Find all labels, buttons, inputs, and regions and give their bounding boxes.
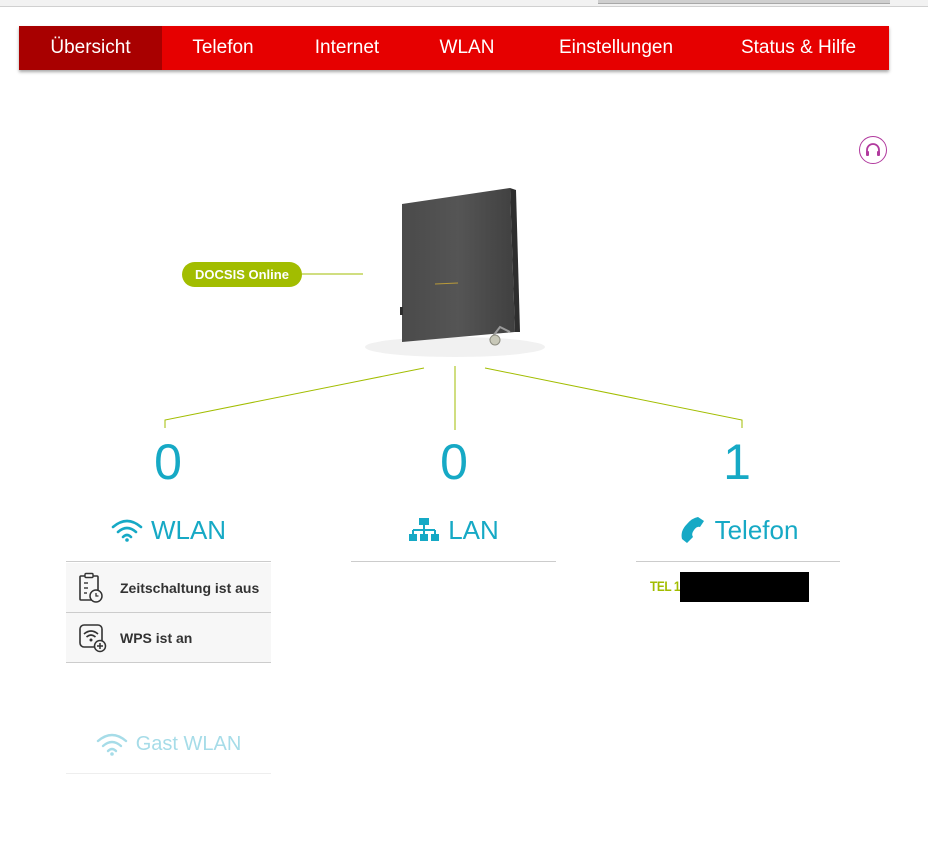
guest-wlan-divider <box>66 773 271 774</box>
nav-item-internet[interactable]: Internet <box>314 37 380 58</box>
wlan-wps-row[interactable]: WPS ist an <box>66 613 271 663</box>
support-button[interactable] <box>859 136 887 164</box>
wlan-timer-label: Zeitschaltung ist aus <box>120 579 260 596</box>
timer-clipboard-icon <box>78 572 108 604</box>
tel-number-redacted <box>680 572 809 602</box>
wlan-divider <box>66 561 271 562</box>
wlan-timer-row[interactable]: Zeitschaltung ist aus <box>66 563 271 613</box>
network-icon <box>408 517 440 543</box>
telefon-title: Telefon <box>714 514 799 545</box>
telefon-count: 1 <box>723 434 751 490</box>
browser-top-edge <box>0 0 928 7</box>
nav-item-uebersicht[interactable]: Übersicht <box>19 26 162 70</box>
wlan-wps-label: WPS ist an <box>120 629 193 646</box>
wlan-title: WLAN <box>150 514 227 545</box>
guest-wlan-title: Gast WLAN <box>135 732 242 755</box>
telefon-section-header[interactable]: Telefon <box>636 510 841 550</box>
wifi-icon <box>111 518 143 542</box>
tel-line-label: TEL 1 <box>650 578 681 594</box>
nav-item-einstellungen[interactable]: Einstellungen <box>558 37 674 58</box>
headset-icon <box>866 143 880 156</box>
nav-item-status-hilfe[interactable]: Status & Hilfe <box>740 37 857 58</box>
router-image <box>365 188 545 357</box>
lan-divider <box>351 561 556 562</box>
telefon-divider <box>636 561 840 562</box>
guest-wlan-header[interactable]: Gast WLAN <box>66 726 271 762</box>
lan-section-header[interactable]: LAN <box>351 510 556 550</box>
wlan-section-header[interactable]: WLAN <box>66 510 271 550</box>
lan-title: LAN <box>448 514 499 545</box>
browser-tab-edge <box>598 0 890 4</box>
wps-icon <box>78 623 108 653</box>
wifi-icon <box>96 732 128 756</box>
lan-count: 0 <box>440 434 468 490</box>
nav-item-wlan[interactable]: WLAN <box>439 37 495 58</box>
wlan-count: 0 <box>154 434 182 490</box>
nav-item-telefon[interactable]: Telefon <box>192 37 254 58</box>
docsis-status-badge: DOCSIS Online <box>182 262 302 287</box>
main-nav: Übersicht Telefon Internet WLAN Einstell… <box>19 26 889 70</box>
phone-icon <box>679 515 707 545</box>
